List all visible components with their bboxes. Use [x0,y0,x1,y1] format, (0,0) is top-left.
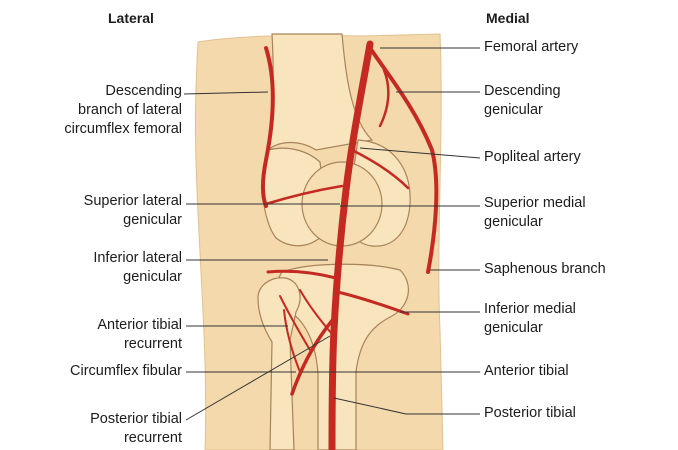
label-superior-lateral-genicular: Superior lateral genicular [84,192,182,230]
label-superior-medial-genicular: Superior medial genicular [484,194,586,232]
label-circumflex-fibular: Circumflex fibular [70,362,182,381]
label-inferior-medial-genicular: Inferior medial genicular [484,300,576,338]
label-saphenous-branch: Saphenous branch [484,260,606,279]
label-anterior-tibial-recurrent: Anterior tibial recurrent [97,316,182,354]
label-inferior-lateral-genicular: Inferior lateral genicular [93,249,182,287]
label-descending-branch-lateral-circumflex-femoral: Descending branch of lateral circumflex … [64,82,182,139]
label-femoral-artery: Femoral artery [484,38,578,57]
label-descending-genicular: Descending genicular [484,82,561,120]
lateral-header: Lateral [108,10,154,26]
label-anterior-tibial: Anterior tibial [484,362,569,381]
label-posterior-tibial-recurrent: Posterior tibial recurrent [90,410,182,448]
medial-header: Medial [486,10,530,26]
label-popliteal-artery: Popliteal artery [484,148,581,167]
label-posterior-tibial: Posterior tibial [484,404,576,423]
